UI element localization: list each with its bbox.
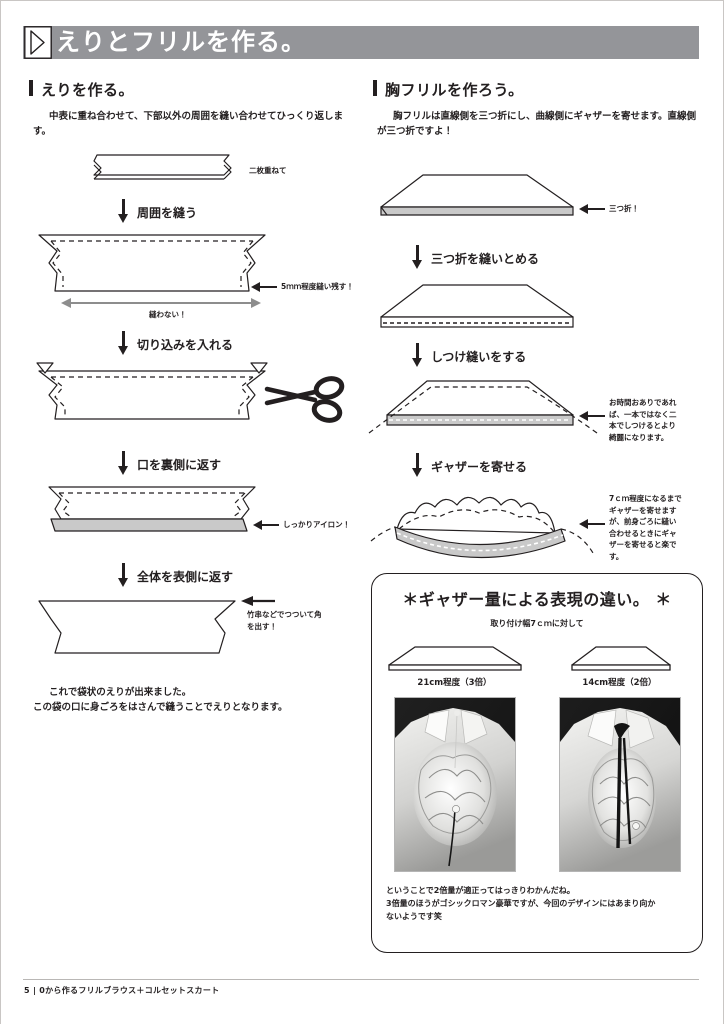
left-intro-text: 中表に重ね合わせて、下部以外の周囲を縫い合わせてひっくり返します。 xyxy=(33,111,344,137)
down-arrow-icon xyxy=(411,343,423,369)
figure-ruffle-gathered: 7ｃｍ程度になるまでギャザーを寄せますが、前身ごろに縫い合わせるときにギャザーを… xyxy=(370,483,703,569)
two-layers-note: 二枚重ねて xyxy=(249,166,287,175)
down-arrow-icon xyxy=(411,453,423,479)
header-bar xyxy=(23,26,699,59)
figure-collar-notched xyxy=(29,361,359,433)
corner-poke-note: 竹串などでつついて角を出す！ xyxy=(247,610,322,631)
comparison-subtitle: 取り付け幅7ｃｍに対して xyxy=(490,619,584,628)
figure-collar-finished: 竹串などでつついて角を出す！ xyxy=(29,593,359,665)
figure-collar-pressed: しっかりアイロン！ xyxy=(29,481,359,541)
step-label: 全体を表側に返す xyxy=(137,569,234,584)
left-arrow-icon xyxy=(579,411,605,421)
left-arrow-icon xyxy=(251,281,277,292)
down-arrow-icon xyxy=(117,199,129,225)
right-section-heading: 胸フリルを作ろう。 xyxy=(373,79,703,100)
gather-amount-note: 7ｃｍ程度になるまでギャザーを寄せますが、前身ごろに縫い合わせるときにギャザーを… xyxy=(609,494,682,561)
seam-allowance-note: 5ｍｍ程度縫い残す！ xyxy=(281,282,354,291)
right-intro-text: 胸フリルは直線側を三つ折にし、曲線側にギャザーを寄せます。直線側が三つ折ですよ！ xyxy=(377,111,697,137)
step-label: しつけ縫いをする xyxy=(431,349,527,364)
scissors-icon xyxy=(264,376,345,423)
comparison-title: ＊ギャザー量による表現の違い。 ＊ xyxy=(402,590,672,609)
figure-ruffle-sewn xyxy=(373,277,703,339)
left-column: えりを作る。 中表に重ね合わせて、下部以外の周囲を縫い合わせてひっくり返します。… xyxy=(29,79,359,719)
left-closing-line2: この袋の口に身ごろをはさんで縫うことでえりとなります。 xyxy=(33,702,288,713)
footer-divider xyxy=(23,979,699,980)
down-arrow-icon xyxy=(411,245,423,271)
page-title: えりとフリルを作る。 xyxy=(56,28,306,56)
gather-amount-note-row: 7ｃｍ程度になるまでギャザーを寄せますが、前身ごろに縫い合わせるときにギャザーを… xyxy=(579,493,683,562)
figure-collar-stitched: 5ｍｍ程度縫い残す！ 縫わない！ xyxy=(29,229,359,321)
step-label: 三つ折を縫いとめる xyxy=(431,251,540,266)
step-sew-trifold: 三つ折を縫いとめる xyxy=(411,245,703,271)
step-turn-opening: 口を裏側に返す xyxy=(117,451,359,477)
down-arrow-icon xyxy=(117,451,129,477)
comparison-caption-3x: 21cm程度（3倍） xyxy=(417,678,492,688)
step-turn-whole: 全体を表側に返す xyxy=(117,563,359,589)
down-arrow-icon xyxy=(117,563,129,589)
footer-text: 5 | 0から作るフリルブラウス＋コルセットスカート xyxy=(24,986,220,995)
down-arrow-icon xyxy=(117,331,129,357)
basting-note-row: お時間おありであれば、一本ではなく二本でしつけるとより綺麗になります。 xyxy=(579,397,683,443)
comparison-footer-line2: 3倍量のほうがゴシックロマン豪華ですが、今回のデザインにはあまり向か xyxy=(386,899,656,908)
comparison-item-3x: 21cm程度（3倍） xyxy=(381,635,529,872)
ruffle-shape-3x-icon xyxy=(387,646,522,671)
comparison-footer-line3: ないようです笑 xyxy=(386,912,442,921)
basting-note: お時間おありであれば、一本ではなく二本でしつけるとより綺麗になります。 xyxy=(609,398,677,442)
figure-ruffle-basted: お時間おありであれば、一本ではなく二本でしつけるとより綺麗になります。 xyxy=(368,373,703,445)
step-basting: しつけ縫いをする xyxy=(411,343,703,369)
comparison-footer: ということで2倍量が適正ってはっきりわかんだね。 3倍量のほうがゴシックロマン豪… xyxy=(386,884,688,923)
comparison-item-2x: 14cm程度（2倍） xyxy=(546,635,694,872)
trifold-note-row: 三つ折！ xyxy=(579,203,639,215)
iron-note-row: しっかりアイロン！ xyxy=(253,519,350,531)
ruffle-shape-2x-icon xyxy=(570,646,671,671)
step-label: 周囲を縫う xyxy=(137,205,198,220)
step-gather: ギャザーを寄せる xyxy=(411,453,703,479)
comparison-box: ＊ギャザー量による表現の違い。 ＊ 取り付け幅7ｃｍに対して 21cm程度（3倍… xyxy=(371,573,703,953)
comparison-caption-2x: 14cm程度（2倍） xyxy=(582,678,657,688)
iron-note: しっかりアイロン！ xyxy=(283,520,351,529)
ruffle-3x-photo xyxy=(393,697,516,872)
no-sew-note: 縫わない！ xyxy=(149,310,187,319)
flag-marker-icon xyxy=(24,26,52,59)
left-arrow-icon xyxy=(579,203,605,214)
figure-ruffle-trifold: 三つ折！ xyxy=(373,165,703,243)
comparison-columns: 21cm程度（3倍） xyxy=(372,635,702,872)
step-sew-perimeter: 周囲を縫う xyxy=(117,199,359,225)
step-label: ギャザーを寄せる xyxy=(431,459,528,474)
left-arrow-icon xyxy=(253,519,279,530)
step-label: 切り込みを入れる xyxy=(137,337,234,352)
left-arrow-icon xyxy=(579,519,605,529)
right-column: 胸フリルを作ろう。 胸フリルは直線側を三つ折にし、曲線側にギャザーを寄せます。直… xyxy=(368,79,703,569)
comparison-footer-line1: ということで2倍量が適正ってはっきりわかんだね。 xyxy=(386,886,575,895)
figure-two-layers: 二枚重ねて xyxy=(29,149,359,193)
ruffle-2x-photo xyxy=(558,697,681,872)
seam-allowance-note-row: 5ｍｍ程度縫い残す！ xyxy=(251,281,354,293)
step-make-notches: 切り込みを入れる xyxy=(117,331,359,357)
step-label: 口を裏側に返す xyxy=(137,457,222,472)
left-closing-line1: これで袋状のえりが出来ました。 xyxy=(49,687,192,698)
left-section-heading: えりを作る。 xyxy=(29,79,359,100)
trifold-note: 三つ折！ xyxy=(609,204,639,213)
left-arrow-icon xyxy=(241,596,275,606)
